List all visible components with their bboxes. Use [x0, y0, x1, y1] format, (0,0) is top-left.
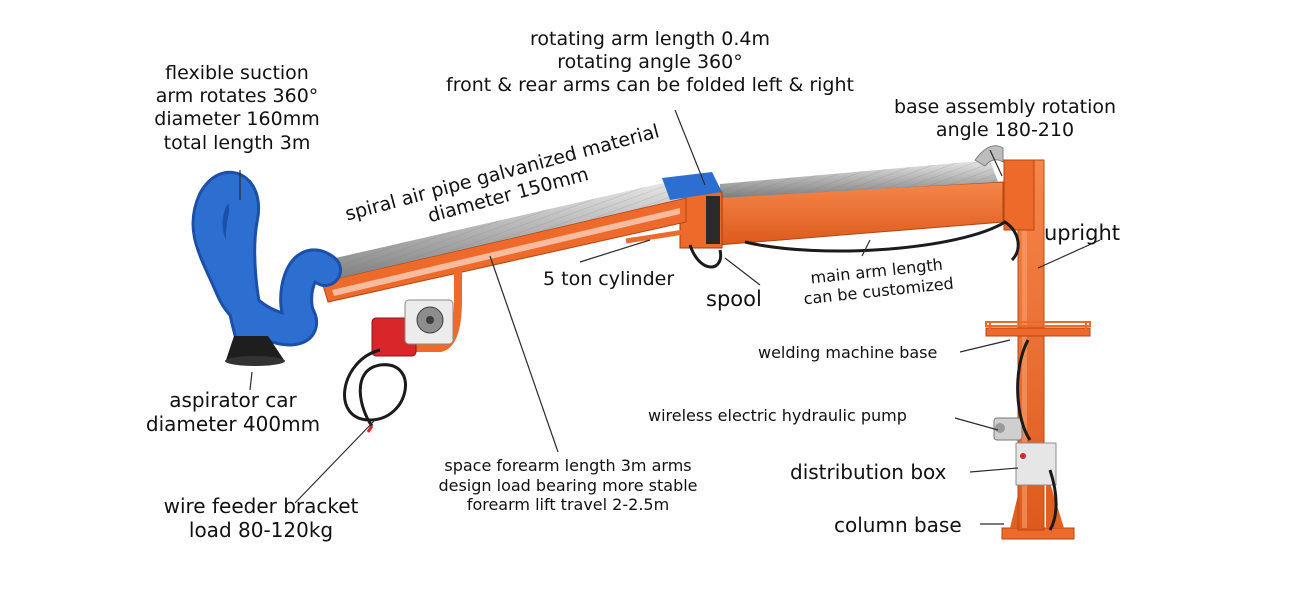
label-line: base assembly rotation: [893, 96, 1117, 118]
label-hydraulic-pump: wireless electric hydraulic pump: [648, 406, 907, 426]
label-line: forearm lift travel 2-2.5m: [466, 495, 670, 515]
label-line: total length 3m: [163, 131, 311, 154]
label-spool: spool: [706, 287, 762, 313]
label-aspirator: aspirator car diameter 400mm: [128, 388, 338, 437]
label-line: design load bearing more stable: [438, 475, 698, 495]
label-upright: upright: [1044, 221, 1120, 247]
label-line: arm rotates 360°: [155, 85, 319, 108]
label-rotating-arm: rotating arm length 0.4m rotating angle …: [420, 28, 880, 98]
label-line: spool: [706, 287, 762, 311]
pipe-collar: [662, 172, 722, 200]
aspirator-hood: [226, 336, 284, 360]
distribution-box-body: [1015, 442, 1057, 486]
label-line: upright: [1044, 221, 1120, 245]
label-wire-feeder: wire feeder bracket load 80-120kg: [148, 494, 374, 543]
column-cable: [1016, 339, 1032, 441]
label-base-rotation: base assembly rotation angle 180-210: [880, 96, 1130, 142]
label-line: diameter 400mm: [145, 412, 321, 437]
label-line: front & rear arms can be folded left & r…: [446, 74, 854, 97]
label-line: 5 ton cylinder: [543, 268, 675, 290]
column-cable: [1048, 469, 1058, 531]
spool-cable: [688, 244, 723, 269]
label-line: diameter 160mm: [154, 108, 320, 131]
label-line: space forearm length 3m arms: [444, 456, 692, 475]
label-line: rotating arm length 0.4m: [530, 28, 770, 50]
label-line: angle 180-210: [935, 119, 1075, 142]
label-suction-arm: flexible suction arm rotates 360° diamet…: [142, 62, 332, 155]
label-welding-base: welding machine base: [758, 343, 937, 363]
torch-cable: [343, 348, 407, 427]
label-line: welding machine base: [758, 343, 938, 362]
pipe-elbow: [974, 145, 1004, 167]
label-line: aspirator car: [169, 388, 297, 412]
column-head: [1003, 159, 1035, 231]
label-line: flexible suction: [165, 62, 309, 84]
label-cylinder: 5 ton cylinder: [543, 268, 674, 291]
label-line: load 80-120kg: [188, 518, 334, 543]
label-line: distribution box: [790, 460, 947, 484]
label-line: rotating angle 360°: [557, 51, 743, 74]
label-column-base: column base: [834, 513, 962, 537]
welding-platform-rail: [985, 321, 1091, 327]
label-line: wireless electric hydraulic pump: [648, 406, 907, 425]
leader-lines: [239, 109, 1101, 525]
label-line: column base: [834, 513, 962, 537]
main-arm-cable: [744, 220, 1020, 262]
label-forearm: space forearm length 3m arms design load…: [396, 456, 740, 515]
welding-platform-top: [985, 327, 1091, 337]
cylinder-rod: [625, 229, 685, 244]
label-distribution-box: distribution box: [790, 460, 946, 484]
label-line: wire feeder bracket: [163, 494, 359, 518]
